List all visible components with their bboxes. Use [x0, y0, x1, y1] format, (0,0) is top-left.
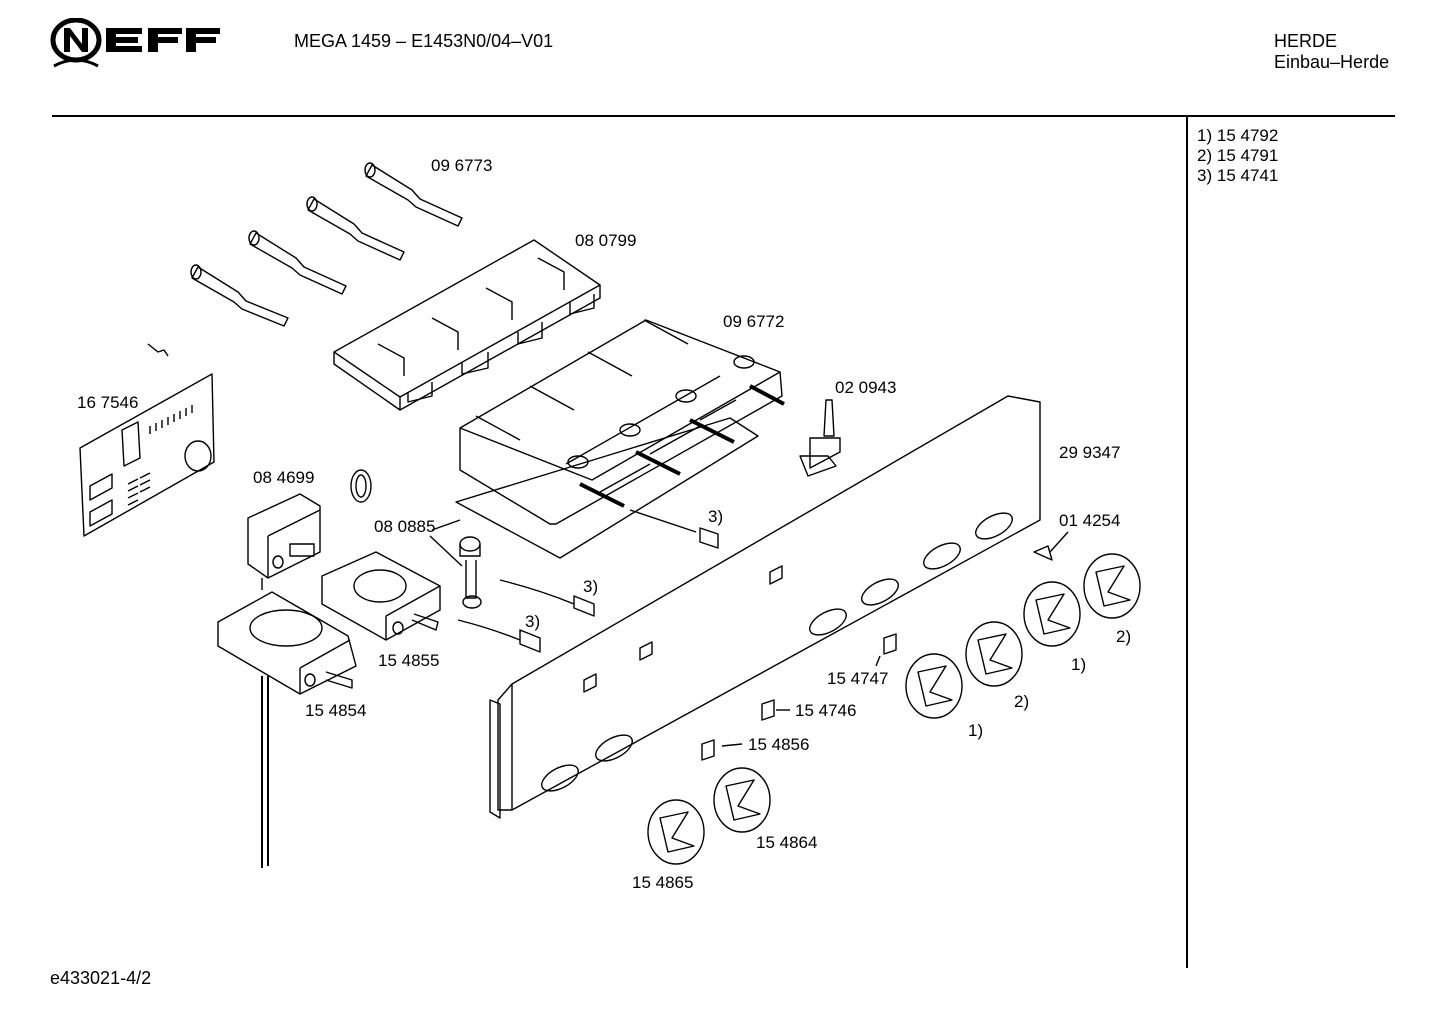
drawing-id: e433021-4/2 [50, 968, 152, 988]
screw-part [459, 536, 482, 609]
knob-part [647, 553, 1141, 865]
callout-154856: 15 4856 [748, 735, 810, 754]
callout-154746: 15 4746 [795, 701, 857, 720]
wire-part [499, 579, 575, 605]
clip-part [761, 699, 775, 721]
drawing-title: MEGA 1459 – E1453N0/04–V01 [294, 31, 554, 51]
callout-154865: 15 4865 [632, 873, 694, 892]
callout-154747: 15 4747 [827, 669, 889, 688]
category-label: HERDE [1274, 31, 1338, 51]
clip-part [1033, 545, 1053, 561]
callout-084699: 08 4699 [253, 468, 315, 487]
callout-ref-3: 3) [525, 612, 541, 631]
callout-154854: 15 4854 [305, 701, 367, 720]
callout-299347: 29 9347 [1059, 443, 1121, 462]
subcategory-label: Einbau–Herde [1274, 52, 1390, 72]
clip-part [147, 343, 169, 357]
callout-ref-2: 2) [1014, 692, 1030, 711]
callout-080885: 08 0885 [374, 517, 436, 536]
notes-divider [1186, 116, 1188, 968]
wire-part [629, 509, 697, 533]
callout-167546: 16 7546 [77, 393, 139, 412]
callout-096772: 09 6772 [723, 312, 785, 331]
callout-096773: 09 6773 [431, 156, 493, 175]
note-item: 1) 15 4792 [1197, 126, 1279, 145]
callout-020943: 02 0943 [835, 378, 897, 397]
note-item: 3) 15 4741 [1197, 166, 1279, 185]
clip-part [883, 633, 897, 655]
pin-part [190, 162, 463, 327]
rotary-switch-part [321, 551, 441, 641]
callout-014254: 01 4254 [1059, 511, 1121, 530]
clamp-part [350, 469, 372, 503]
front-panel-part [489, 395, 1041, 819]
control-board-part [79, 373, 215, 537]
wire-part [457, 619, 521, 641]
callout-ref-1: 1) [1071, 655, 1087, 674]
header-divider [52, 115, 1395, 117]
notes-panel: 1) 15 4792 2) 15 4791 3) 15 4741 [1197, 126, 1278, 186]
callout-ref-3: 3) [583, 577, 599, 596]
neff-logo [50, 18, 220, 68]
callout-080799: 08 0799 [575, 231, 637, 250]
clip-part [701, 739, 715, 761]
rotary-switch-part [217, 591, 357, 868]
callout-ref-3: 3) [708, 507, 724, 526]
callout-154864: 15 4864 [756, 833, 818, 852]
callout-ref-2: 2) [1116, 627, 1132, 646]
switch-block-part [455, 319, 785, 559]
sensor-part [799, 399, 841, 477]
bracket-part [333, 239, 601, 411]
callout-154855: 15 4855 [378, 651, 440, 670]
thermostat-part [247, 493, 321, 590]
callout-ref-1: 1) [968, 721, 984, 740]
note-item: 2) 15 4791 [1197, 146, 1279, 165]
